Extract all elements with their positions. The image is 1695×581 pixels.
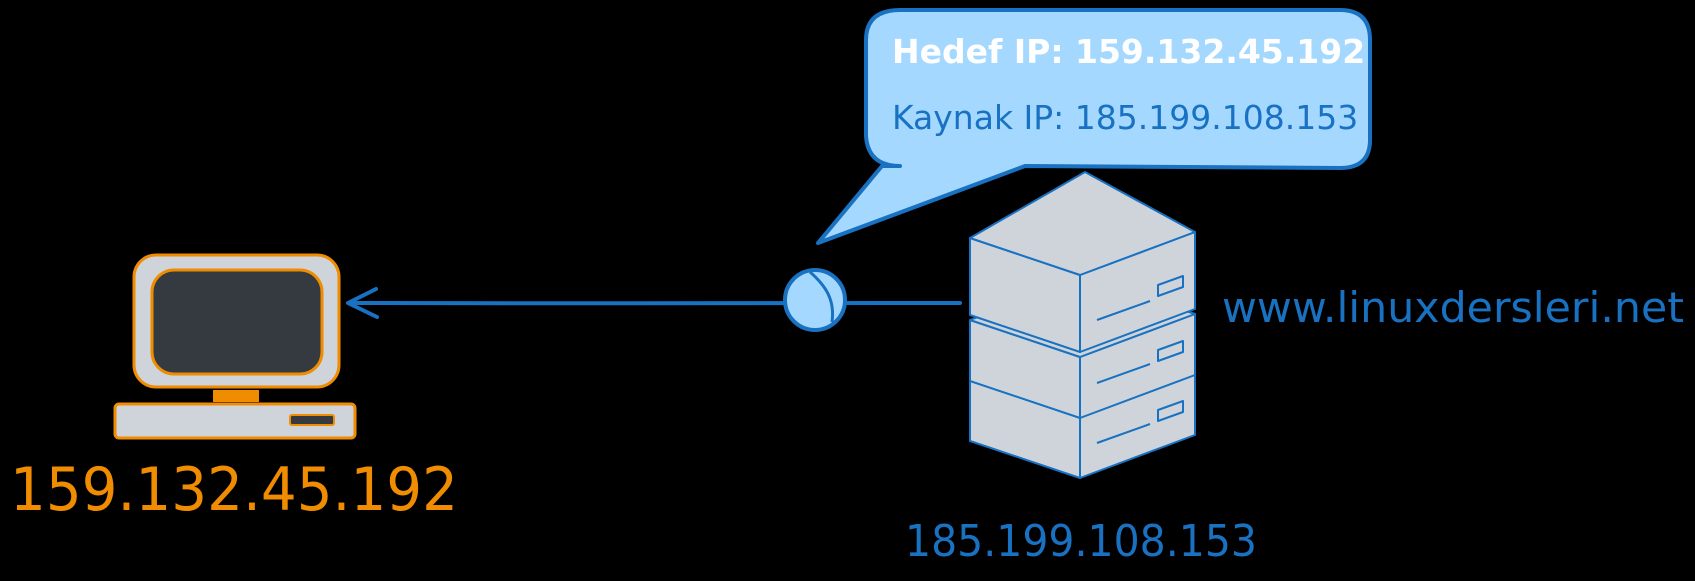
drive-slot [289,414,335,426]
monitor-stand [213,390,259,402]
client-ip-label: 159.132.45.192 [10,455,458,525]
computer-base [113,402,357,440]
connection-arrow [346,287,962,319]
packet-node-icon [783,268,847,332]
bubble-shape [816,8,1372,245]
arrowhead [346,287,379,319]
connection-line [348,300,962,306]
server-domain-label: www.linuxdersleri.net [1222,283,1684,332]
destination-ip-text: Hedef IP: 159.132.45.192 [892,32,1365,71]
monitor-screen [150,268,324,376]
server-stack-icon [969,171,1196,479]
desktop-computer-icon [113,253,357,440]
packet-info-bubble: Hedef IP: 159.132.45.192 Kaynak IP: 185.… [816,8,1372,245]
source-ip-text: Kaynak IP: 185.199.108.153 [892,98,1358,137]
server-ip-label: 185.199.108.153 [905,516,1257,567]
server-unit-top [969,171,1196,353]
